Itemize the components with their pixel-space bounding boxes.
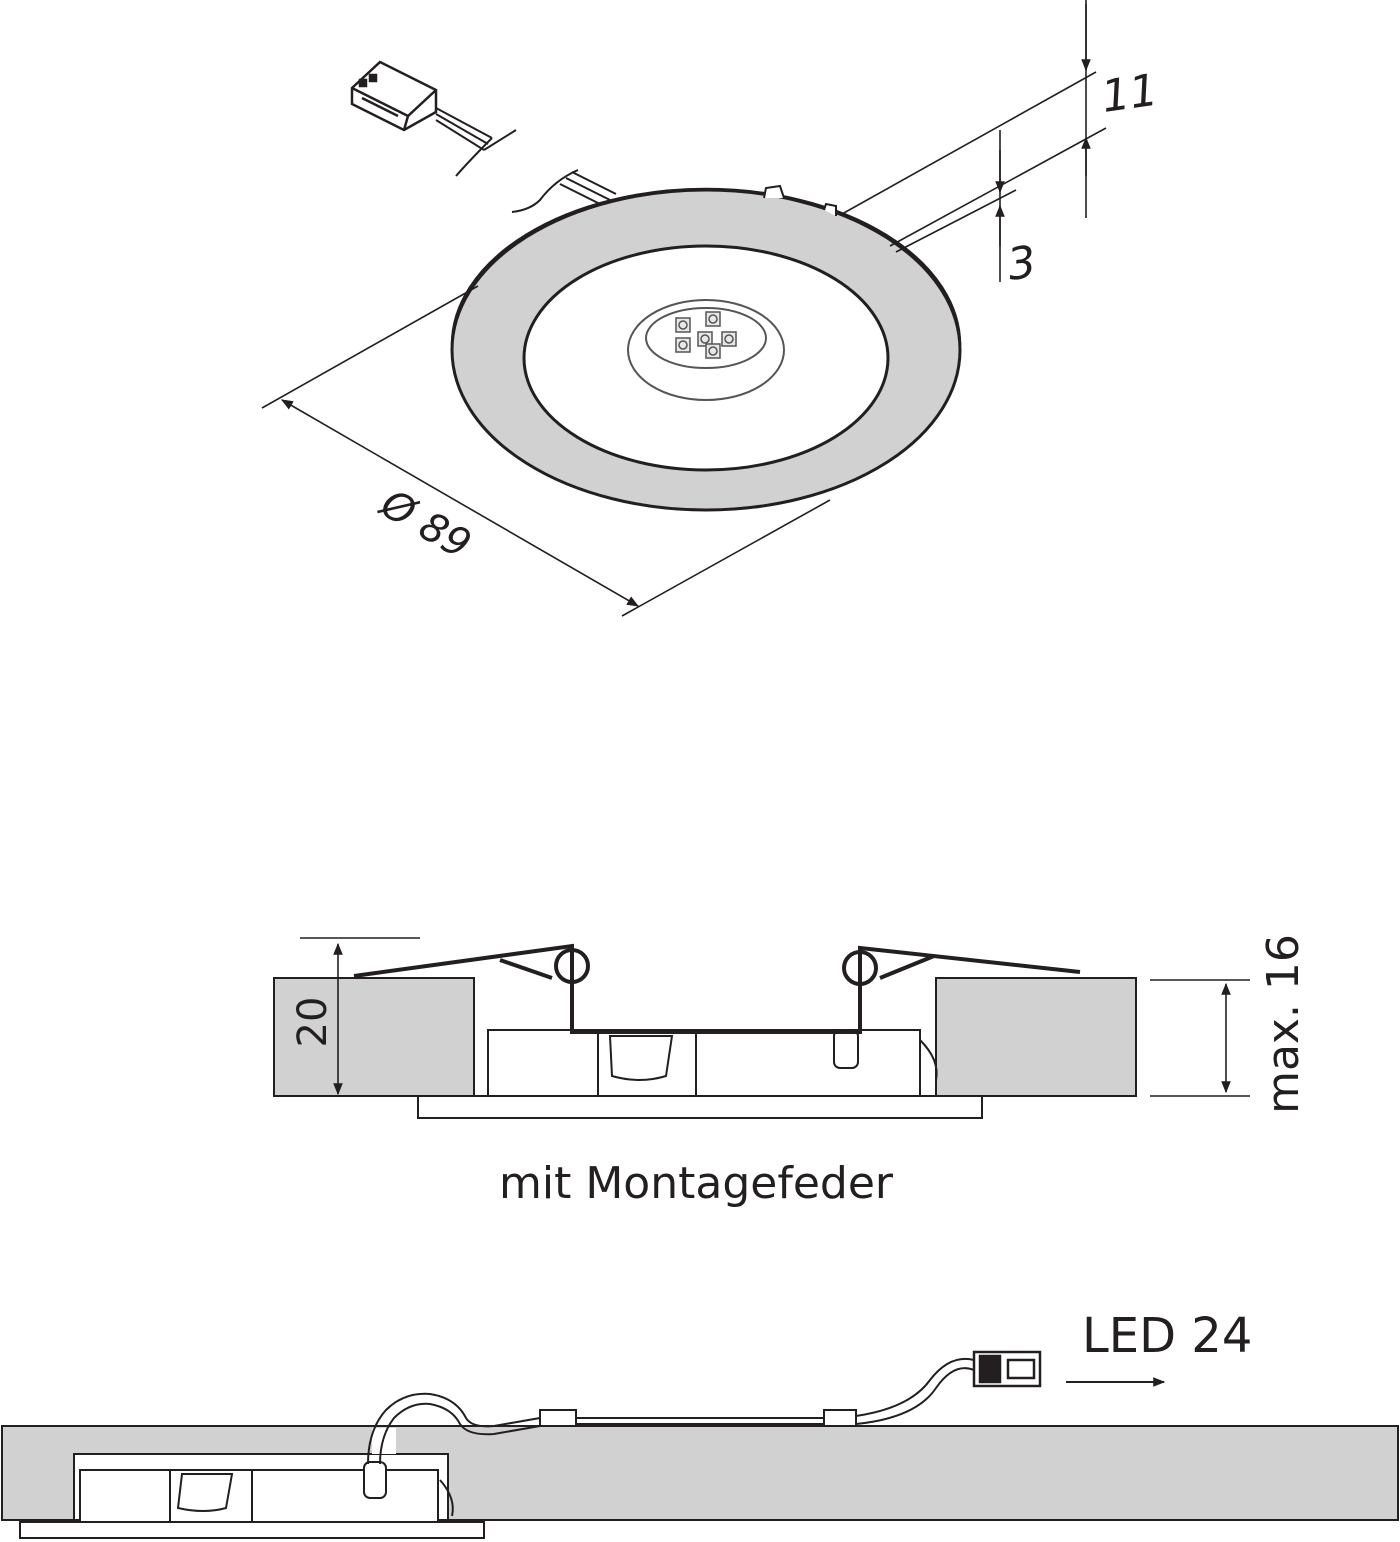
connector-plug [350,60,438,132]
height-dimension [841,0,1107,282]
luminaire-ring [450,187,962,512]
panel-thickness-dimension [300,937,420,1096]
panel-left [273,977,475,1097]
cable [435,107,617,213]
panel-thickness-label: 20 [290,997,336,1048]
mounting-caption: mit Montagefeder [499,1158,894,1209]
max-thickness-dimension [1150,979,1250,1097]
mounting-clip-top [763,184,837,216]
diameter-dimension [261,285,831,617]
led24-connector [972,1350,1042,1388]
cross-section-spring: 20 max. 16 mit Montagefeder [273,934,1309,1209]
recessed-luminaire [19,1428,485,1539]
connector-label: LED 24 [1082,1308,1252,1364]
installation-view: LED 24 [1,1308,1399,1539]
max-thickness-label: max. 16 [1258,934,1309,1114]
height-11-label: 11 [1098,65,1161,123]
luminaire-housing [417,1029,983,1119]
cable-run [367,1358,975,1465]
mounting-spring [353,943,1081,1034]
led-chips [675,311,737,359]
height-3-label: 3 [1004,236,1039,290]
cable-clips [539,1409,857,1427]
isometric-view: Ø 89 11 3 [261,0,1161,617]
panel-right [935,977,1137,1097]
diameter-label: Ø 89 [371,480,478,568]
